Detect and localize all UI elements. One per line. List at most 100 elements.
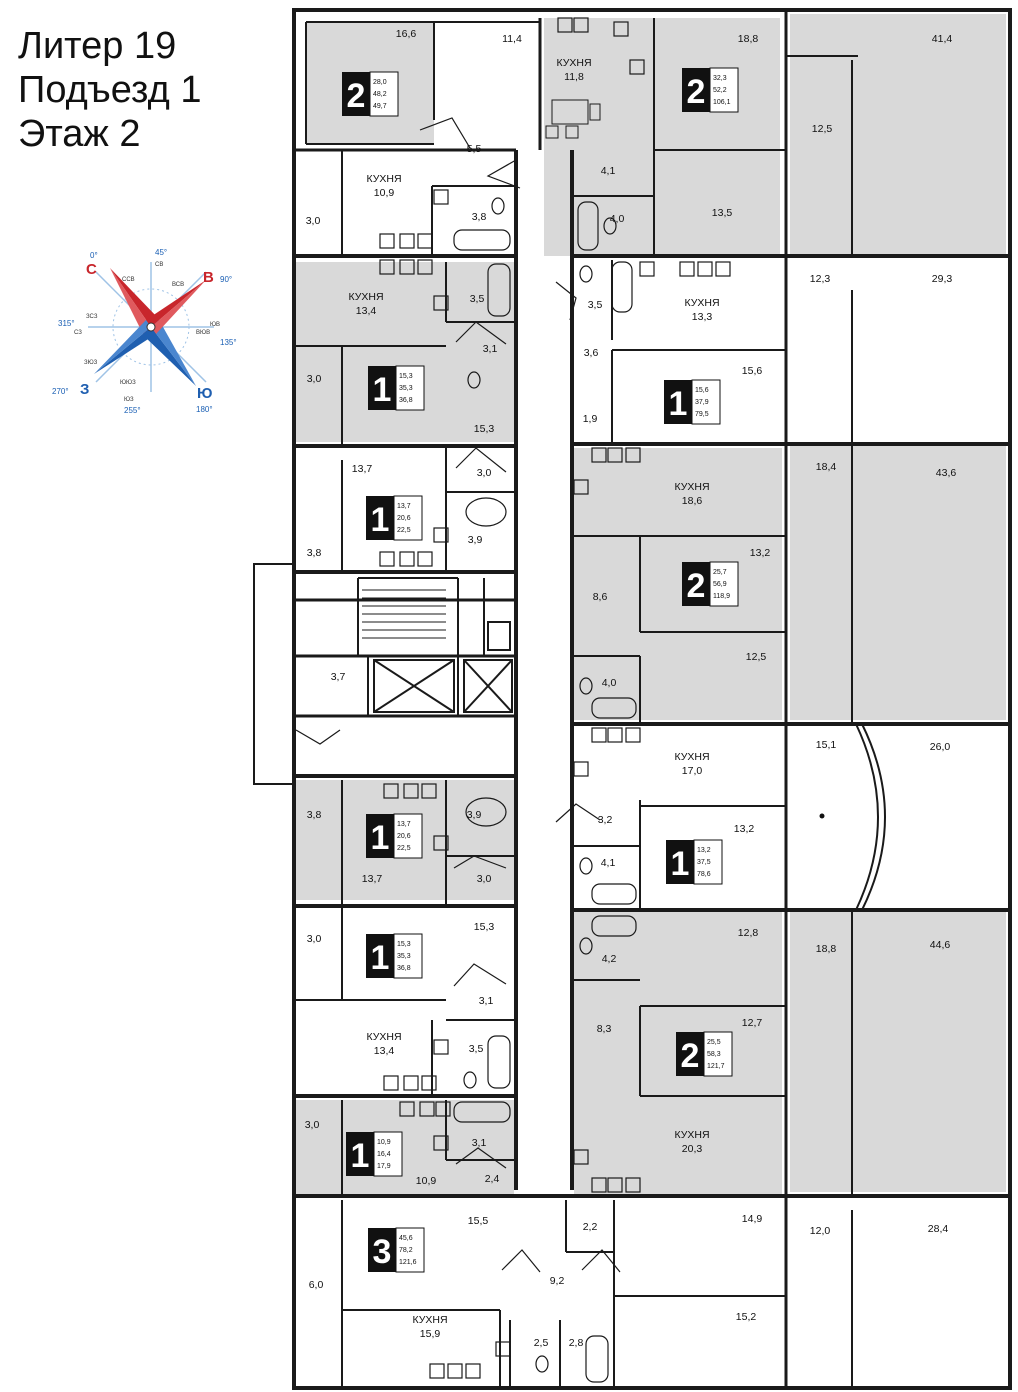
apartment-living-area: 25,7 <box>713 569 727 576</box>
room-area: 15,3 <box>474 423 495 435</box>
apartment-total-area: 48,2 <box>373 91 387 98</box>
compass-rose <box>88 262 214 392</box>
building-label: Литер 19 <box>18 25 177 67</box>
room-area: 2,8 <box>569 1337 584 1349</box>
room-area: 43,6 <box>936 467 957 479</box>
room-area: 3,8 <box>472 211 487 223</box>
apartment-living-area: 45,6 <box>399 1235 413 1242</box>
room-area-labels: 16,6 11,4 18,8 41,4 12,5 5,5 4,1 3,8 3,0… <box>305 28 957 1349</box>
apartment-total-area: 78,2 <box>399 1247 413 1254</box>
apartment-total-area: 35,3 <box>397 953 411 960</box>
room-area: 3,7 <box>331 671 346 683</box>
kitchen-area: 13,3 <box>692 311 713 323</box>
apartment-badge[interactable]: 2 32,3 52,2 106,1 <box>682 67 739 113</box>
room-area: 1,9 <box>583 413 598 425</box>
room-area: 13,7 <box>352 463 373 475</box>
door-swings <box>295 117 621 1273</box>
room-area: 10,9 <box>416 1175 437 1187</box>
apartment-badge[interactable]: 1 15,3 35,3 36,8 <box>368 365 425 411</box>
compass-south: Ю <box>197 385 212 402</box>
apartment-living-area: 13,2 <box>697 847 711 854</box>
room-area: 2,5 <box>534 1337 549 1349</box>
compass-deg-s: 180° <box>196 405 213 414</box>
apartment-full-area: 36,8 <box>399 397 413 404</box>
compass-north: С <box>86 261 97 278</box>
apartment-rooms: 2 <box>687 73 706 111</box>
apartment-total-area: 58,3 <box>707 1051 721 1058</box>
room-area: 18,4 <box>816 461 837 473</box>
apartment-living-area: 15,3 <box>397 941 411 948</box>
kitchen-label: КУХНЯ <box>684 297 719 309</box>
apartment-rooms: 1 <box>373 371 392 409</box>
room-area: 12,5 <box>746 651 767 663</box>
apartment-living-area: 13,7 <box>397 821 411 828</box>
room-area: 3,8 <box>307 547 322 559</box>
room-area: 3,5 <box>588 299 603 311</box>
compass-ne: СВ <box>155 262 163 268</box>
apartment-total-area: 37,9 <box>695 399 709 406</box>
apartment-badge[interactable]: 3 45,6 78,2 121,6 <box>368 1227 425 1273</box>
apartment-total-area: 35,3 <box>399 385 413 392</box>
room-area: 3,6 <box>584 347 599 359</box>
compass-deg-nw: 315° <box>58 319 75 328</box>
room-area: 12,5 <box>812 123 833 135</box>
apartment-rooms: 1 <box>371 819 390 857</box>
apartment-living-area: 10,9 <box>377 1139 391 1146</box>
room-area: 8,6 <box>593 591 608 603</box>
apartment-badge[interactable]: 1 13,2 37,5 78,6 <box>666 839 723 885</box>
compass-ene: ВСВ <box>172 282 184 288</box>
apartment-total-area: 20,6 <box>397 515 411 522</box>
room-area: 14,9 <box>742 1213 763 1225</box>
room-area: 2,2 <box>583 1221 598 1233</box>
apartment-full-area: 22,5 <box>397 845 411 852</box>
apartment-full-area: 121,6 <box>399 1259 417 1266</box>
apartment-total-area: 20,6 <box>397 833 411 840</box>
apartment-badge[interactable]: 1 10,9 16,4 17,9 <box>346 1131 403 1177</box>
room-area: 15,5 <box>468 1215 489 1227</box>
apartment-badge[interactable]: 2 25,7 56,9 118,9 <box>682 561 739 607</box>
room-area: 3,0 <box>307 933 322 945</box>
room-area: 29,3 <box>932 273 953 285</box>
apartment-badge[interactable]: 1 13,7 20,6 22,5 <box>366 495 423 541</box>
apartment-badge[interactable]: 1 13,7 20,6 22,5 <box>366 813 423 859</box>
apartment-total-area: 37,5 <box>697 859 711 866</box>
room-area: 44,6 <box>930 939 951 951</box>
room-area: 3,0 <box>477 467 492 479</box>
room-area: 3,0 <box>477 873 492 885</box>
kitchen-area: 13,4 <box>374 1045 395 1057</box>
compass-wnw: ЗСЗ <box>86 314 98 320</box>
kitchen-label: КУХНЯ <box>556 57 591 69</box>
compass-deg-sw: 255° <box>124 406 141 415</box>
apartment-living-area: 15,6 <box>695 387 709 394</box>
apartment-badge[interactable]: 2 28,0 48,2 49,7 <box>342 71 399 117</box>
walls <box>253 8 1012 1390</box>
apartment-badge[interactable]: 2 25,5 58,3 121,7 <box>676 1031 733 1077</box>
apartment-badge[interactable]: 1 15,3 35,3 36,8 <box>366 933 423 979</box>
room-area: 41,4 <box>932 33 953 45</box>
room-area: 3,5 <box>470 293 485 305</box>
apartment-rooms: 1 <box>351 1137 370 1175</box>
room-area: 3,0 <box>305 1119 320 1131</box>
apartment-rooms: 2 <box>681 1037 700 1075</box>
apartment-full-area: 78,6 <box>697 871 711 878</box>
kitchen-area: 17,0 <box>682 765 703 777</box>
compass-sw: ЮЗ <box>124 397 134 403</box>
kitchen-label: КУХНЯ <box>412 1314 447 1326</box>
apartment-full-area: 121,7 <box>707 1063 725 1070</box>
room-area: 9,2 <box>550 1275 565 1287</box>
compass-nne: ССВ <box>122 277 135 283</box>
room-area: 3,9 <box>468 534 483 546</box>
room-area: 4,1 <box>601 165 616 177</box>
room-area: 26,0 <box>930 741 951 753</box>
apartment-full-area: 22,5 <box>397 527 411 534</box>
apartment-badge[interactable]: 1 15,6 37,9 79,5 <box>664 379 721 425</box>
room-area: 3,1 <box>483 343 498 355</box>
compass-wsw: ЗЮЗ <box>84 360 98 366</box>
room-area: 13,7 <box>362 873 383 885</box>
room-area: 16,6 <box>396 28 417 40</box>
kitchen-label: КУХНЯ <box>674 481 709 493</box>
apartment-rooms: 1 <box>371 501 390 539</box>
room-area: 13,2 <box>734 823 755 835</box>
compass-ese: ВЮВ <box>196 330 210 336</box>
